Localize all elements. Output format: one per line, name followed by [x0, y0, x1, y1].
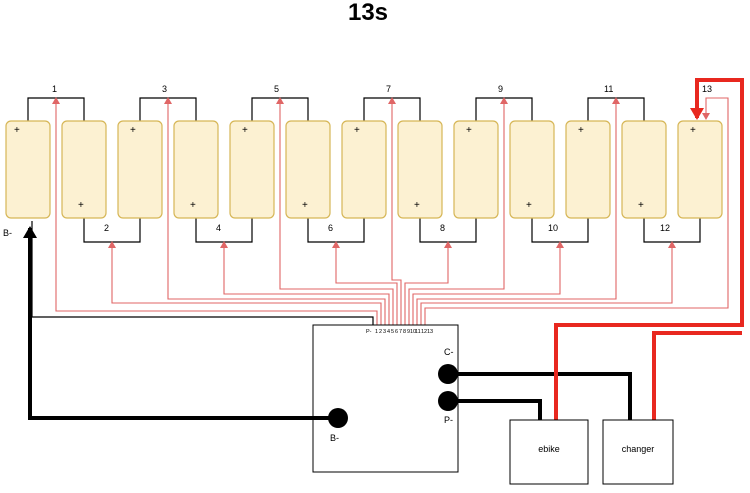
bms-pin-label: 4	[387, 329, 390, 335]
plus-marker: +	[190, 200, 196, 211]
plus-marker: +	[526, 200, 532, 211]
plus-marker: +	[14, 125, 20, 136]
tap-label-1: 1	[52, 84, 57, 94]
charger-box	[602, 419, 674, 485]
charger-positive-wire	[652, 331, 742, 420]
ebike-positive-wire	[554, 78, 744, 420]
bms-c-minus-label: C-	[444, 347, 454, 357]
c-minus-terminal	[438, 364, 458, 384]
cell-9	[453, 120, 499, 219]
plus-marker: +	[78, 200, 84, 211]
cell-10	[509, 120, 555, 219]
diagram-title: 13s	[348, 0, 388, 26]
balance-wire-3	[164, 97, 386, 325]
balance-wire-6	[332, 241, 398, 325]
tap-labels: 1 2 3 4 5 6 7 8 9 10 11 12 13	[52, 84, 712, 233]
tap-label-11: 11	[604, 84, 613, 94]
plus-marker: +	[242, 125, 248, 136]
balance-wire-10	[412, 241, 564, 325]
bms-pin-label: 12	[421, 329, 427, 335]
tap-label-4: 4	[216, 223, 221, 233]
plus-marker: +	[466, 125, 472, 136]
cell-13	[677, 120, 723, 219]
cell-12	[621, 120, 667, 219]
bms-p-minus-label: P-	[444, 415, 453, 425]
cell-3	[117, 120, 163, 219]
main-b-minus-wire	[23, 226, 333, 420]
tap-label-6: 6	[328, 223, 333, 233]
balance-wire-8	[404, 241, 452, 325]
ebike-box	[509, 419, 589, 485]
cell-5	[229, 120, 275, 219]
balance-wire-12	[420, 241, 676, 325]
charger-label: changer	[622, 444, 655, 454]
cell-2	[61, 120, 107, 219]
c-minus-wire	[450, 372, 632, 420]
bms-pin-labels: P- 1 2 3 4 5 6 7 8 9 10 11 12 13	[366, 329, 433, 335]
plus-marker: +	[354, 125, 360, 136]
balance-wire-9	[408, 97, 508, 325]
plus-marker: +	[130, 125, 136, 136]
tap-label-5: 5	[274, 84, 279, 94]
b-minus-terminal	[328, 408, 348, 428]
bms-pin-label: 13	[427, 329, 433, 335]
tap-label-9: 9	[498, 84, 503, 94]
cell-6	[285, 120, 331, 219]
p-minus-terminal	[438, 391, 458, 411]
bms-pin-label: 2	[379, 329, 382, 335]
cell-7	[341, 120, 387, 219]
bms-pin-label: 3	[383, 329, 386, 335]
bms-pin-label: 7	[399, 329, 402, 335]
battery-b-minus-label: B-	[3, 228, 12, 238]
bms-pin-label: 5	[391, 329, 394, 335]
plus-marker: +	[638, 200, 644, 211]
bms-b-minus-label: B-	[330, 433, 339, 443]
bms-pin-label: P-	[366, 329, 372, 335]
balance-wire-11	[416, 97, 620, 325]
tap-label-7: 7	[386, 84, 391, 94]
tap-label-2: 2	[104, 223, 109, 233]
cell-11	[565, 120, 611, 219]
battery-cells	[5, 120, 723, 219]
balance-wire-5	[276, 97, 394, 325]
plus-marker: +	[578, 125, 584, 136]
tap-label-3: 3	[162, 84, 167, 94]
plus-marker: +	[690, 125, 696, 136]
bms-pin-label: 11	[415, 329, 421, 335]
cell-8	[397, 120, 443, 219]
bms-board	[312, 324, 459, 473]
cell-4	[173, 120, 219, 219]
bms-pin-label: 1	[375, 329, 378, 335]
balance-wires	[52, 97, 729, 325]
balance-wire-1	[52, 97, 378, 325]
plus-marker: +	[302, 200, 308, 211]
plus-marker: +	[414, 200, 420, 211]
balance-wire-2	[108, 241, 382, 325]
tap-label-8: 8	[440, 223, 445, 233]
cell-plus-markers: + + + + + + + + + + + + +	[14, 125, 696, 211]
bms-pin-label: 8	[403, 329, 406, 335]
balance-wire-4	[220, 241, 390, 325]
tap-label-13: 13	[702, 84, 712, 94]
p-sense-wire	[31, 221, 374, 325]
bms-pin-label: 6	[395, 329, 398, 335]
p-minus-wire	[450, 399, 542, 420]
ebike-label: ebike	[538, 444, 560, 454]
cell-1	[5, 120, 51, 219]
tap-label-12: 12	[660, 223, 670, 233]
bms-pin-label: 10	[410, 329, 416, 335]
balance-wire-7	[388, 97, 402, 325]
tap-label-10: 10	[548, 223, 558, 233]
balance-wire-13	[424, 97, 729, 325]
bms-pin-label: 9	[407, 329, 410, 335]
